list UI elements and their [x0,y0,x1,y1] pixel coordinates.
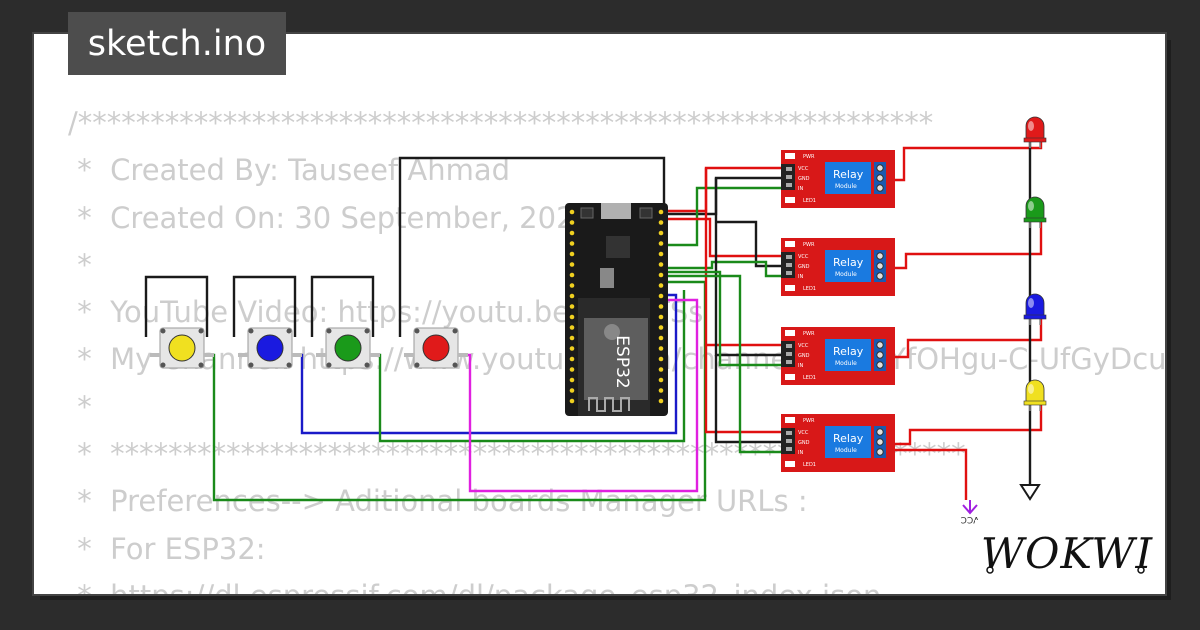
led[interactable] [1023,196,1047,228]
push-button[interactable] [404,327,468,369]
relay-label: VCC [798,343,809,349]
relay-label: LED1 [803,375,816,381]
relay-label: GND [798,264,810,270]
relay-label: PWR [803,331,815,337]
relay-modules[interactable]: PWRVCCGNDINLED1RelayModulePWRVCCGNDINLED… [781,150,895,472]
push-button[interactable] [150,327,214,369]
relay-label: LED1 [803,462,816,468]
code-line: * [68,247,92,282]
code-line: * https://dl.espressif.com/dl/package_es… [68,573,1165,594]
relay-led-wires [884,142,1043,500]
wokwi-logo: WOKWI [975,520,1160,584]
code-line: * Created On: 30 September, 2022 [68,200,593,235]
relay-label: Relay [833,345,864,358]
vcc-label: VCC [961,514,980,524]
relay-label: IN [798,186,803,192]
relay-label: VCC [798,166,809,172]
push-button[interactable] [316,327,380,369]
relay-label: PWR [803,154,815,160]
led[interactable] [1023,116,1047,148]
ground-symbol [1019,484,1041,501]
relay-label: Module [835,271,857,278]
relay-label: LED1 [803,198,816,204]
esp32-label: ESP32 [612,335,632,388]
led[interactable] [1023,293,1047,325]
file-tab[interactable]: sketch.ino [68,12,286,75]
relay-label: IN [798,363,803,369]
relay-label: GND [798,176,810,182]
code-line: * Created By: Tauseef Ahmad [68,153,511,188]
relay-label: LED1 [803,286,816,292]
relay-label: Module [835,183,857,190]
relay-label: Module [835,447,857,454]
relay-label: VCC [798,430,809,436]
relay-label: GND [798,353,810,359]
relay-label: Module [835,360,857,367]
file-tab-label: sketch.ino [87,23,267,64]
relay-label: Relay [833,168,864,181]
leds[interactable] [1023,116,1047,411]
relay-label: VCC [798,254,809,260]
button-top-wires [144,156,666,337]
code-line: /***************************************… [68,106,934,140]
relay-label: GND [798,440,810,446]
relay-label: IN [798,450,803,456]
vcc-symbol: VCC [961,500,980,524]
relay-label: PWR [803,242,815,248]
wokwi-logo-text: WOKWI [981,529,1154,578]
code-line: * [68,389,92,424]
push-buttons[interactable] [150,327,468,369]
relay-label: PWR [803,418,815,424]
relay-label: Relay [833,432,864,445]
led[interactable] [1023,379,1047,411]
relay-label: Relay [833,256,864,269]
esp32-board[interactable]: ESP32 [565,203,668,416]
push-button[interactable] [238,327,302,369]
relay-label: IN [798,274,803,280]
code-line: * For ESP32: [68,531,266,566]
esp-relay-wires [668,166,781,454]
